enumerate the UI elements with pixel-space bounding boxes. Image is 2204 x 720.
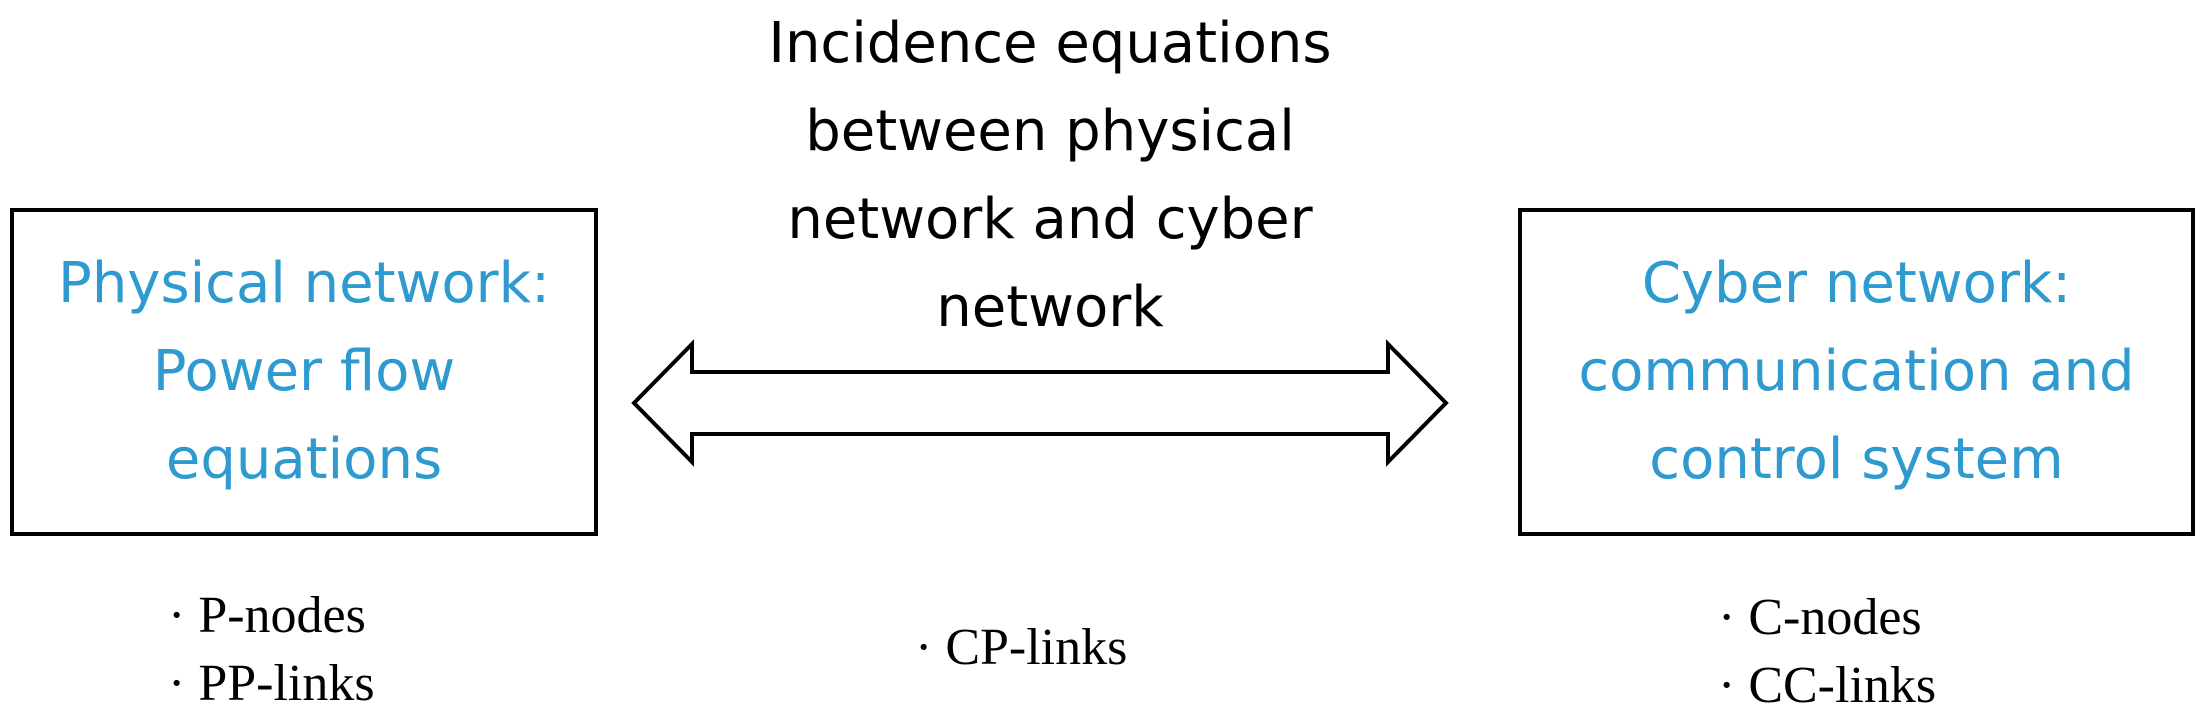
list-item: · C-nodes (1718, 589, 1922, 646)
incidence-equations-label: Incidence equations between physical net… (768, 11, 1332, 340)
list-item: · CC-links (1718, 657, 1937, 714)
physical-network-label: Physical network: Power flow equations (58, 251, 550, 492)
cross-links-list: · CP-links (915, 614, 1127, 682)
cyber-network-label: Cyber network: communication and control… (1578, 251, 2135, 492)
physical-network-box: Physical network: Power flow equations (10, 208, 598, 536)
cyber-elements-list: · C-nodes · CC-links (1718, 584, 1936, 720)
cyber-network-box: Cyber network: communication and control… (1518, 208, 2195, 536)
physical-elements-list: · P-nodes · PP-links (168, 582, 375, 718)
list-item: · PP-links (168, 655, 375, 712)
double-headed-arrow-icon (631, 339, 1449, 467)
list-item: · CP-links (915, 619, 1128, 676)
list-item: · P-nodes (168, 587, 366, 644)
